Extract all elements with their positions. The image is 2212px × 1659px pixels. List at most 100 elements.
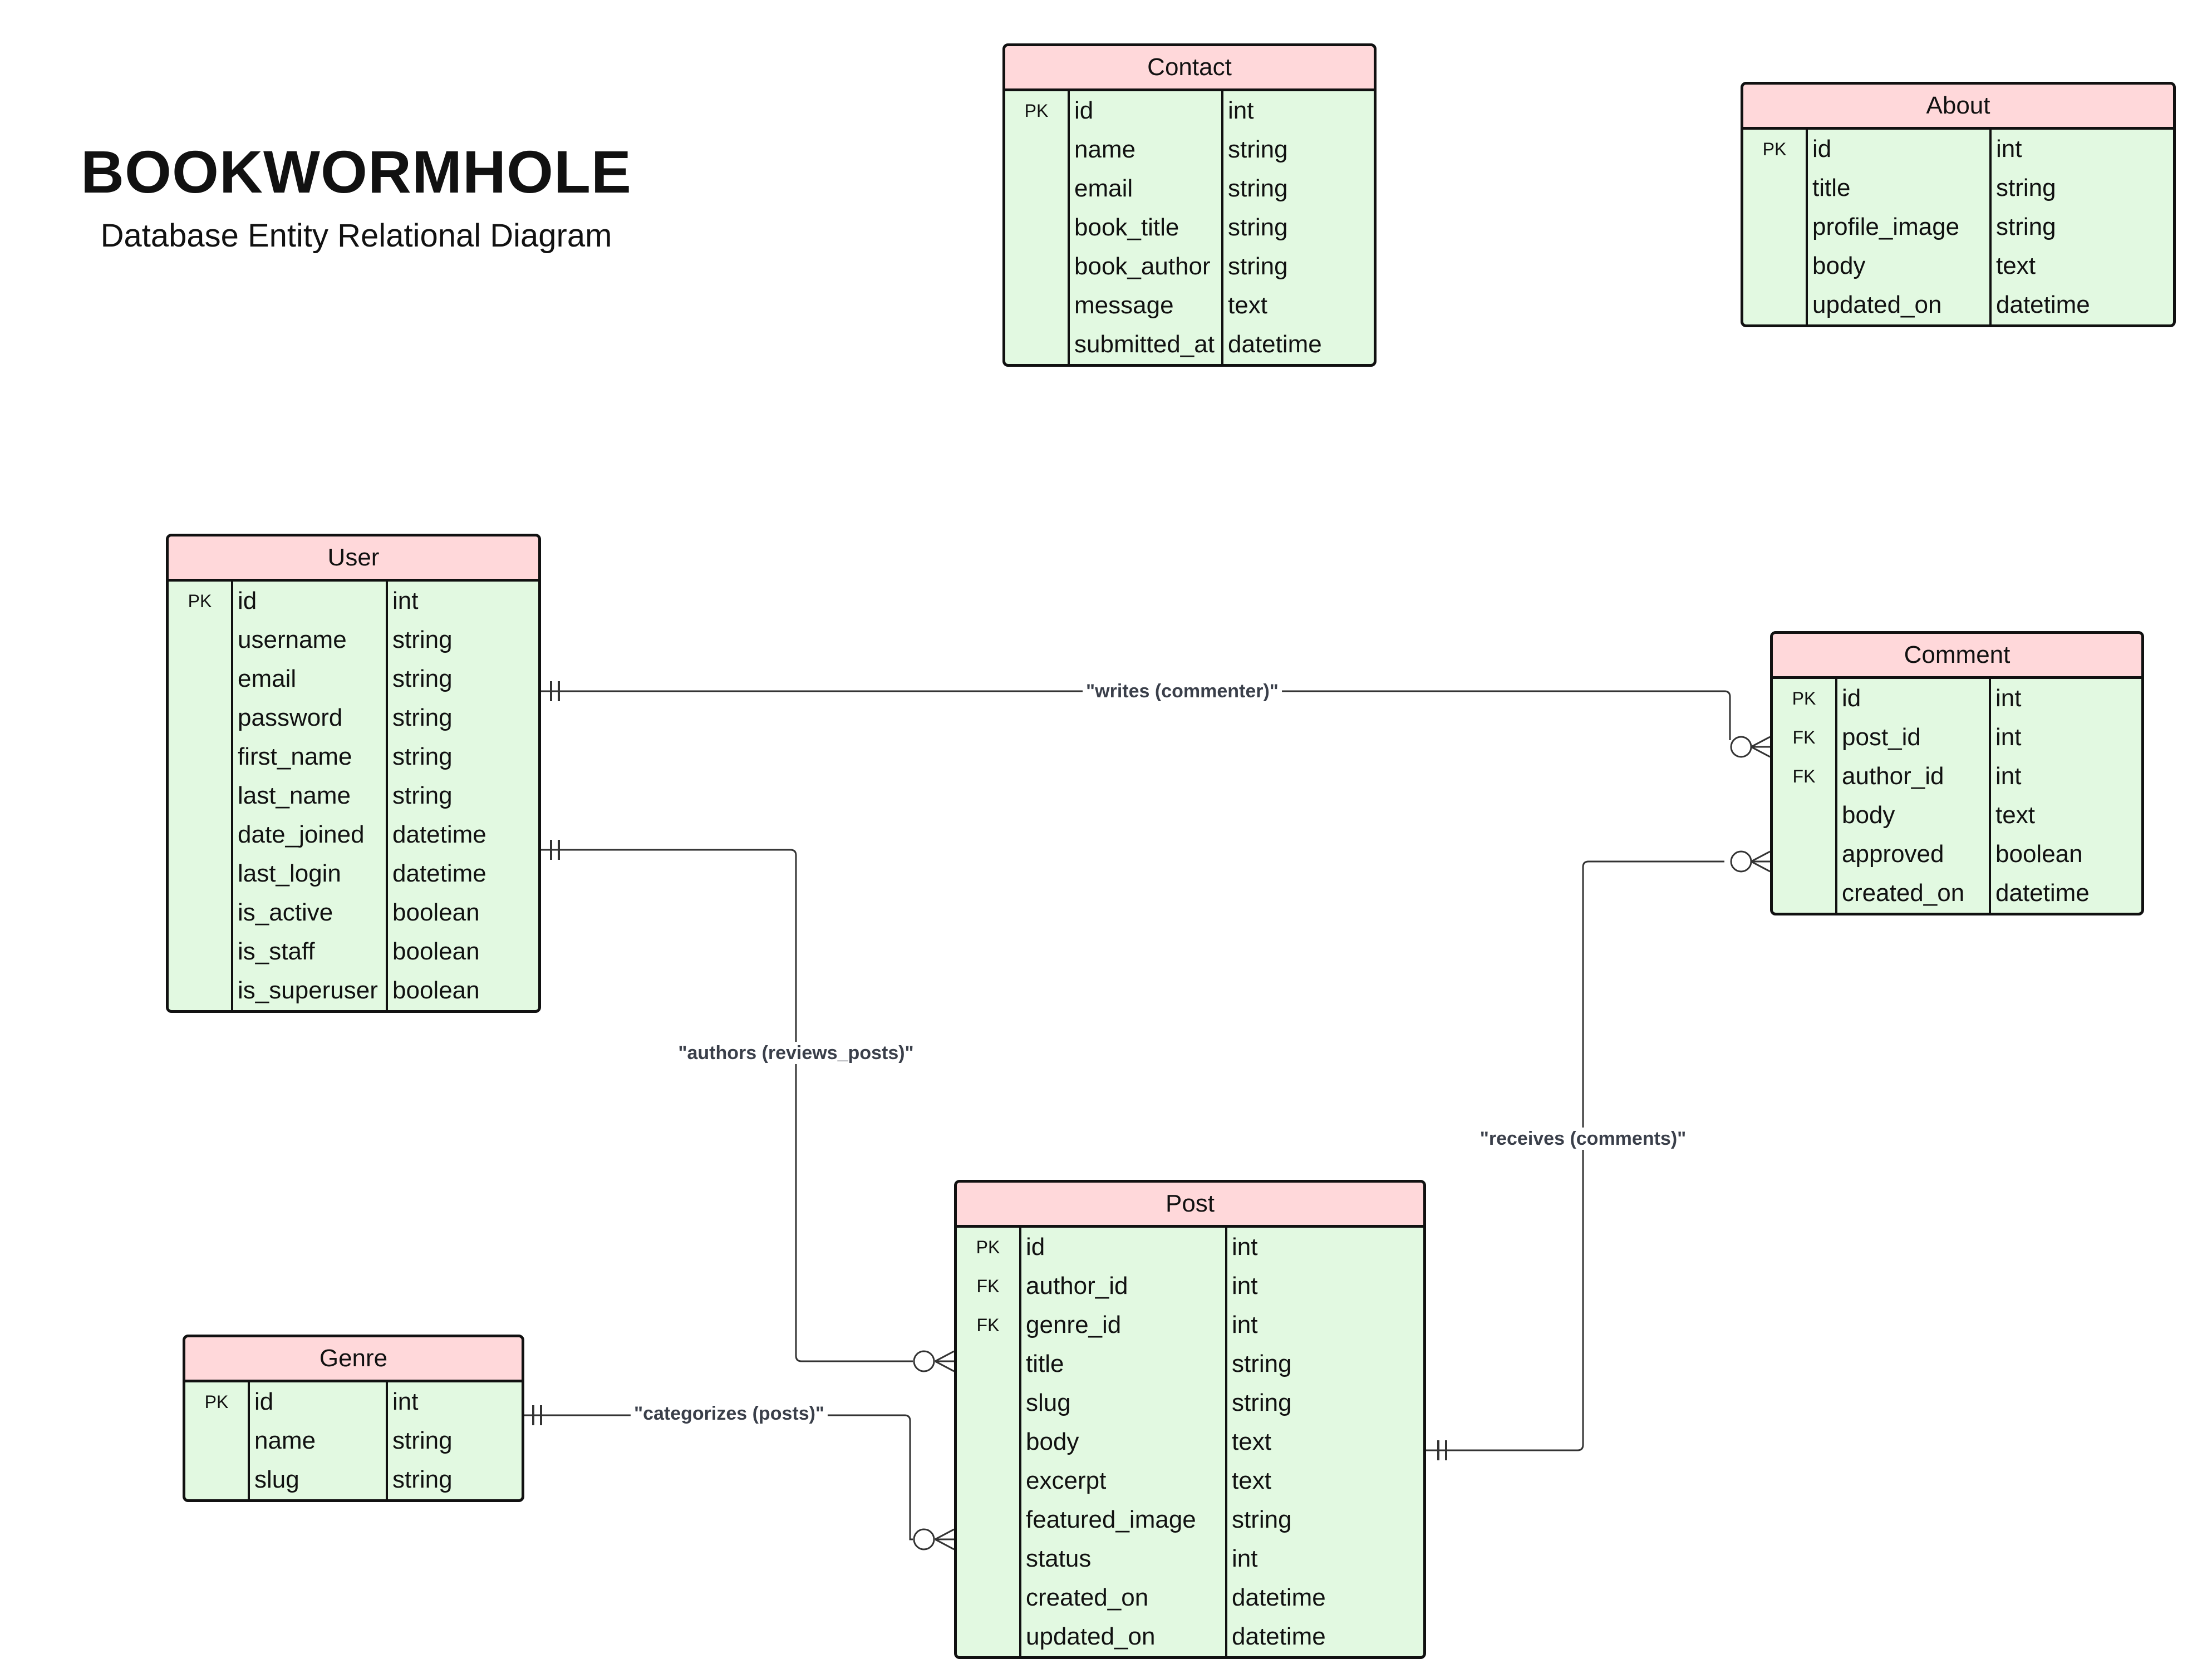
- key-badge: FK: [976, 1276, 1000, 1296]
- field-name: updated_on: [1026, 1623, 1156, 1650]
- field-type: datetime: [1232, 1623, 1326, 1650]
- field-type: int: [1232, 1311, 1258, 1338]
- field-name: name: [254, 1427, 316, 1454]
- entity-header: Comment: [1773, 634, 2141, 679]
- field-name: email: [238, 665, 297, 692]
- field-name: body: [1026, 1428, 1079, 1455]
- key-badge: PK: [204, 1392, 229, 1412]
- field-name: post_id: [1842, 723, 1921, 751]
- zero-marker-icon: [1730, 736, 1752, 758]
- field-row[interactable]: last_login datetime: [169, 854, 538, 893]
- key-badge: FK: [976, 1315, 1000, 1335]
- field-type: string: [1232, 1389, 1292, 1416]
- key-badge: PK: [1024, 101, 1049, 121]
- field-name: approved: [1842, 840, 1944, 868]
- field-type: text: [1995, 801, 2035, 829]
- field-name: last_login: [238, 860, 341, 887]
- column-divider: [1835, 679, 1837, 913]
- field-row[interactable]: updated_on datetime: [957, 1617, 1423, 1656]
- field-name: created_on: [1842, 879, 1965, 907]
- key-badge: PK: [1762, 139, 1787, 159]
- field-name: name: [1074, 136, 1136, 163]
- rel-label-categorizes: "categorizes (posts)": [630, 1402, 828, 1425]
- field-type: datetime: [392, 821, 486, 848]
- entity-header: About: [1743, 85, 2173, 130]
- field-type: datetime: [392, 860, 486, 887]
- entity-header: Genre: [185, 1337, 522, 1382]
- field-name: body: [1812, 252, 1866, 279]
- field-name: last_name: [238, 782, 351, 809]
- key-badge: PK: [1792, 688, 1816, 708]
- field-name: is_active: [238, 899, 333, 926]
- field-type: text: [1228, 292, 1267, 319]
- field-name: updated_on: [1812, 291, 1942, 318]
- field-name: password: [238, 704, 343, 731]
- field-type: string: [1228, 214, 1288, 241]
- field-type: string: [392, 782, 453, 809]
- field-type: string: [1996, 174, 2056, 201]
- field-type: datetime: [1232, 1584, 1326, 1611]
- crowfoot-icon: [935, 1538, 955, 1550]
- field-type: boolean: [392, 899, 480, 926]
- field-row[interactable]: last_name string: [169, 776, 538, 815]
- field-type: int: [1232, 1545, 1258, 1572]
- field-name: author_id: [1842, 762, 1944, 790]
- field-row[interactable]: is_active boolean: [169, 893, 538, 932]
- crowfoot-icon: [935, 1360, 955, 1372]
- column-divider: [1989, 679, 1991, 913]
- field-type: int: [392, 587, 419, 614]
- rel-line-categorizes: [524, 1414, 913, 1540]
- column-divider: [1068, 91, 1070, 364]
- crowfoot-icon: [1751, 746, 1771, 758]
- field-type: datetime: [1228, 331, 1322, 358]
